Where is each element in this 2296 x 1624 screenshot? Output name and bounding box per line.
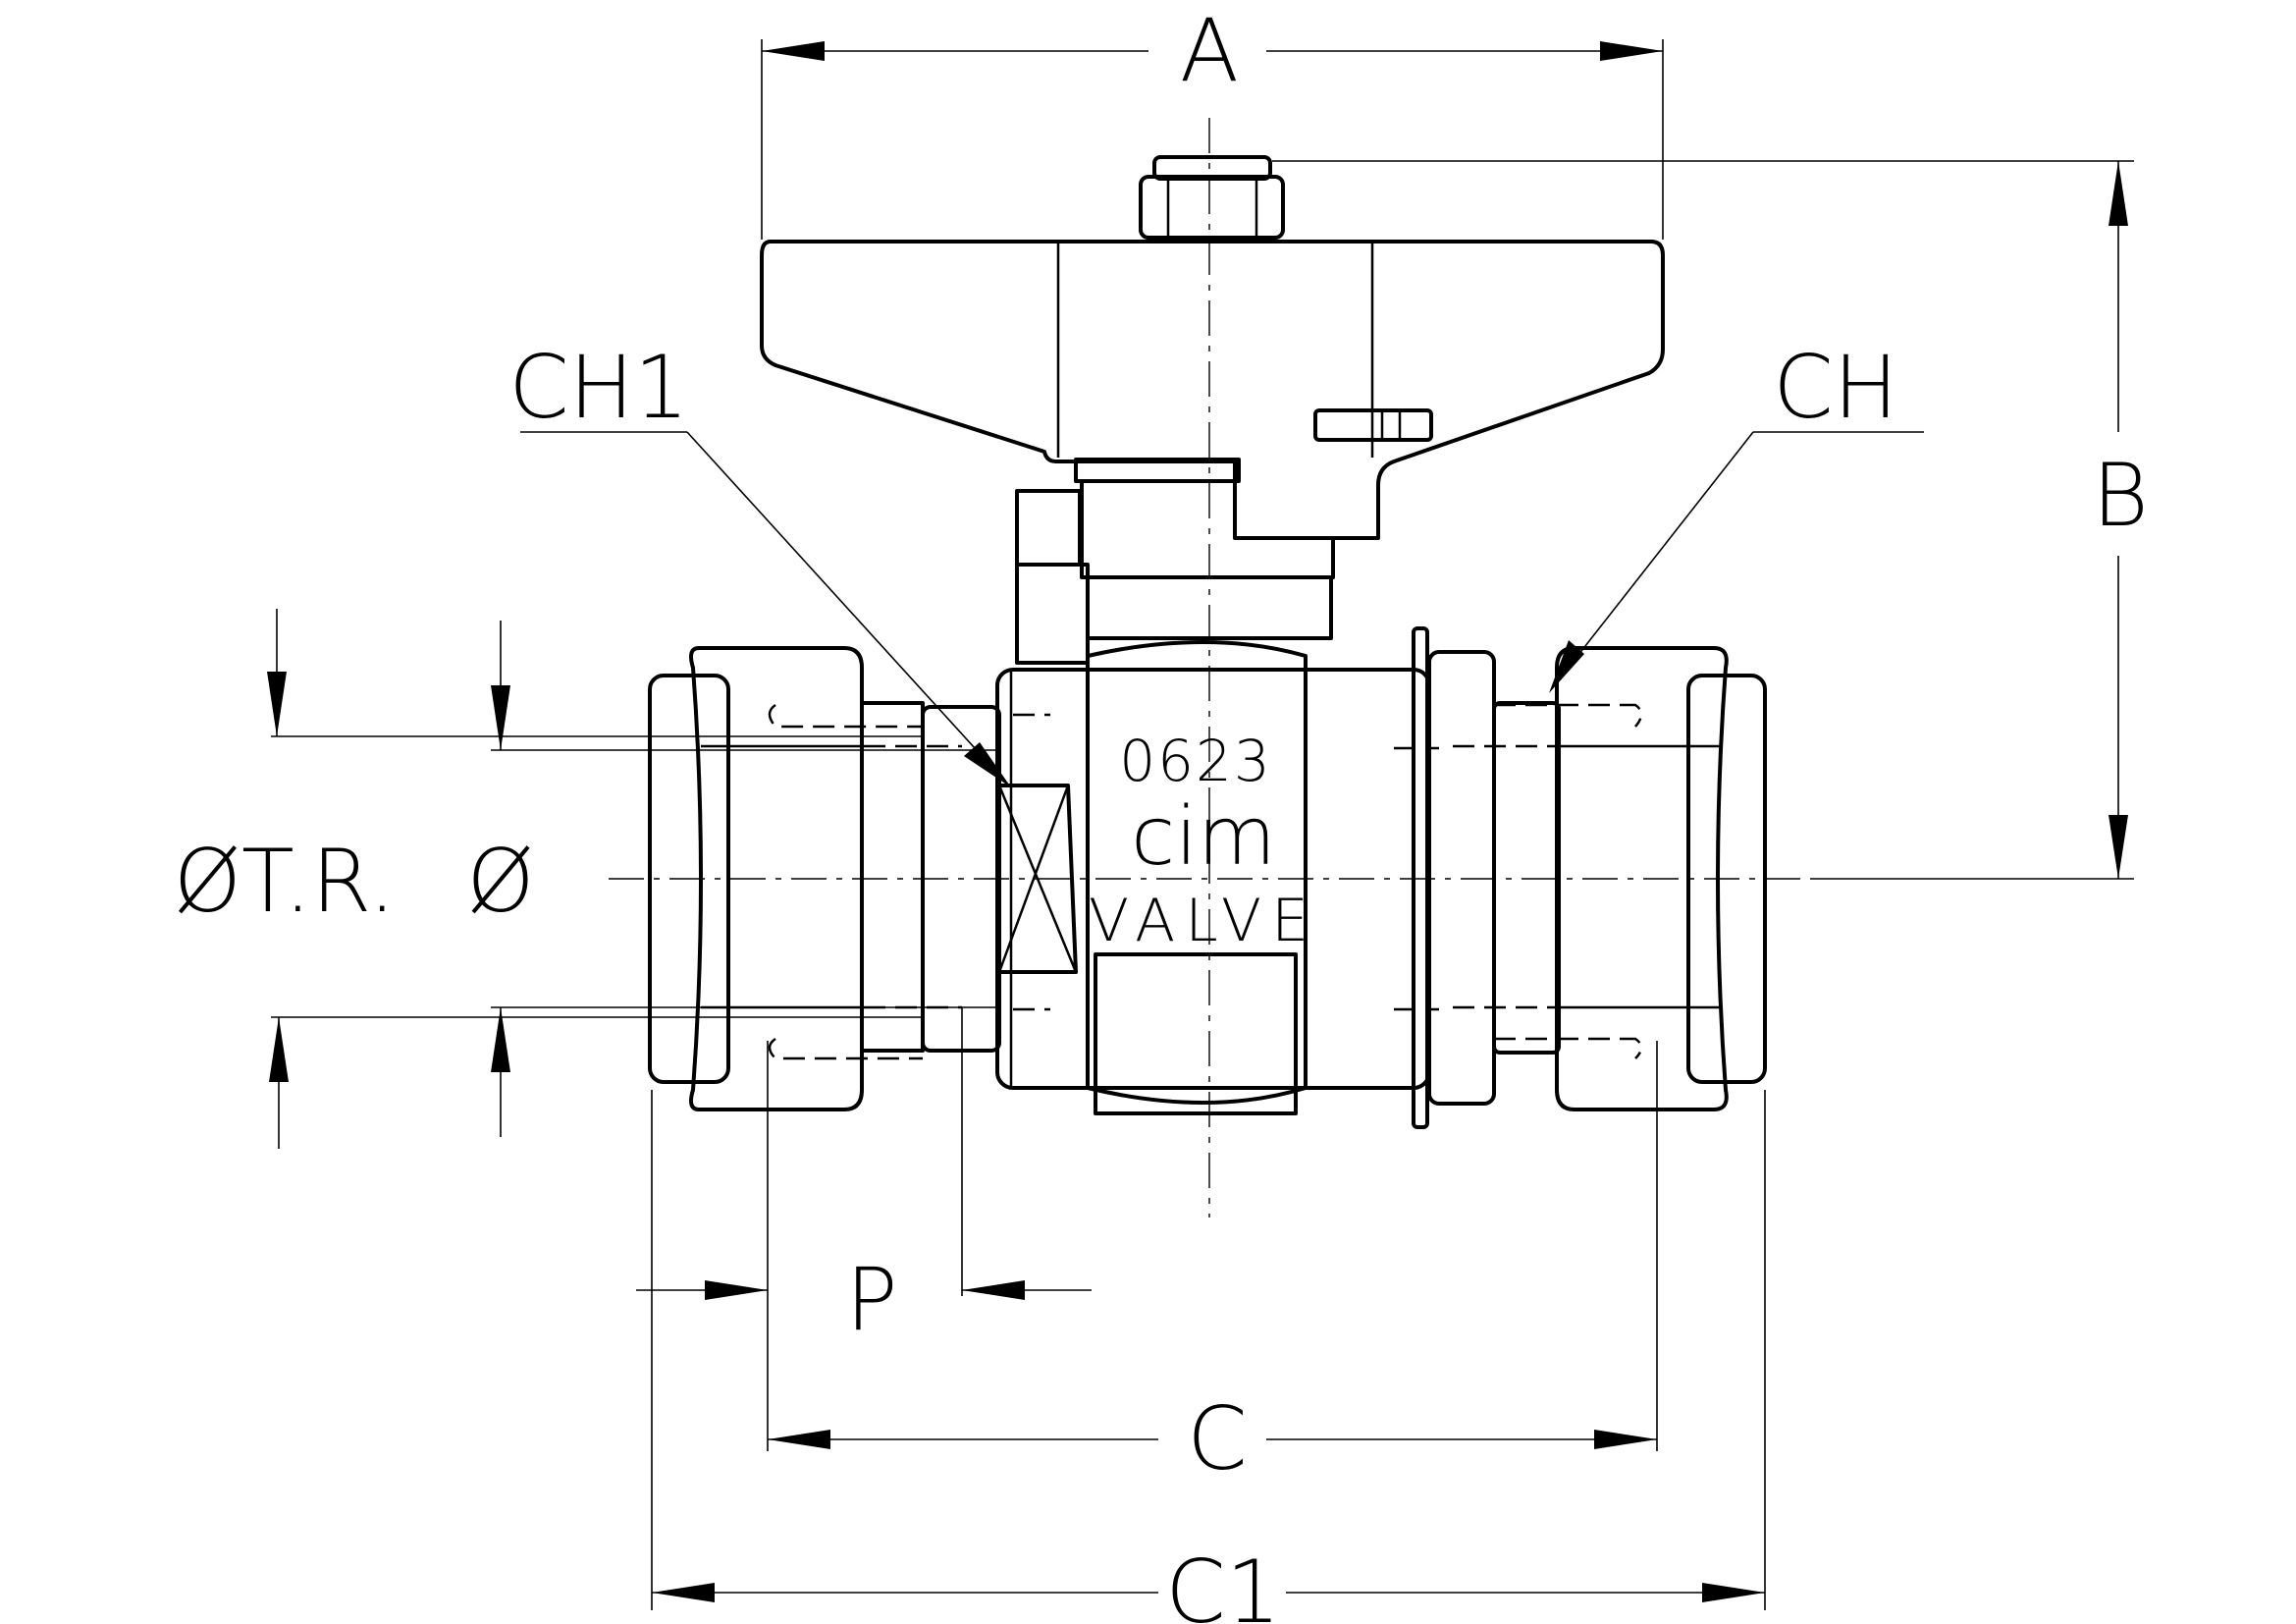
label-p: P (845, 1249, 897, 1350)
label-ch: CH (1773, 337, 1898, 438)
dimension-diameters: ØT.R. Ø (174, 609, 997, 1149)
label-c: C (1187, 1388, 1247, 1489)
leader-ch: CH (1549, 337, 1924, 693)
label-a: A (1180, 0, 1239, 101)
label-c1: C1 (1165, 1542, 1280, 1624)
label-pipe-diameter: ØT.R. (174, 831, 397, 932)
label-b: B (2092, 445, 2149, 546)
label-bore-diameter: Ø (466, 831, 534, 932)
dimension-a: A (761, 0, 1664, 240)
marking-brand: cim (1131, 790, 1276, 884)
dimension-p: P (636, 1007, 1092, 1350)
valve-body (995, 626, 1439, 1129)
butterfly-handle (760, 155, 1665, 665)
leader-ch1: CH1 (508, 337, 1011, 787)
right-compression-nut (1427, 646, 1767, 1111)
dimension-c: C (767, 1041, 1658, 1489)
dimension-b: B (1272, 160, 2149, 880)
left-compression-nut (648, 646, 1001, 1111)
dimension-c1: C1 (651, 1090, 1766, 1624)
body-marking: 0623 cim VALVE (1089, 728, 1318, 955)
marking-word: VALVE (1089, 887, 1318, 955)
marking-code: 0623 (1119, 728, 1272, 794)
label-ch1: CH1 (508, 337, 689, 438)
